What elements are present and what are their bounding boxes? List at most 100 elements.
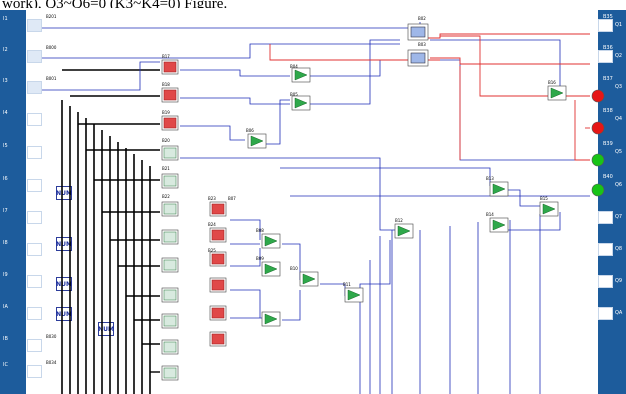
output-address-4: B38 [603,108,613,114]
output-label-10: QA [615,310,623,316]
red-function-icon-2[interactable] [163,89,177,101]
timer-icon-9[interactable] [163,367,177,379]
timer-icon-6[interactable] [163,289,177,301]
block-label-2: B03 [418,42,426,47]
output-label-3: Q3 [615,84,623,90]
red-wire-5 [439,35,500,97]
signal-wire-25 [230,248,261,267]
input-terminal-10[interactable] [27,307,42,320]
timer-icon-7[interactable] [163,315,177,327]
num-block-3[interactable]: NUM [56,277,72,291]
counter-icon-4[interactable] [211,279,225,291]
timer-icon-1[interactable] [163,147,177,159]
block-label-8: B09 [256,256,264,261]
signal-wire-1 [180,69,290,77]
num-block-4[interactable]: NUM [56,307,72,321]
output-terminal-8[interactable] [598,243,613,256]
block-label-6: B07 [228,196,236,201]
red-function-icon-3[interactable] [163,117,177,129]
output-lamp-q3 [591,89,605,103]
signal-wire-5 [310,59,400,77]
signal-wire-30 [320,283,346,296]
input-label-8: I8 [3,240,8,246]
block-label-23: B24 [208,222,216,227]
input-label-12: IC [3,362,8,368]
output-terminal-10[interactable] [598,307,613,320]
input-terminal-7[interactable] [27,211,42,224]
logic-gate-symbol-3 [250,135,264,147]
block-label-13: B14 [486,212,494,217]
output-lamp-q5 [591,153,605,167]
block-label-18: B19 [162,110,170,115]
input-address-3: B001 [46,76,57,81]
input-terminal-12[interactable] [27,365,42,378]
input-terminal-3[interactable] [27,81,42,94]
output-terminal-1[interactable] [598,19,613,32]
counter-icon-1[interactable] [211,203,225,215]
output-address-3: B37 [603,76,613,82]
block-label-24: B25 [208,248,216,253]
logic-gate-symbol-7 [302,273,316,285]
logic-gate-symbol-4 [264,235,278,247]
counter-icon-6[interactable] [211,333,225,345]
logic-gate-symbol-11 [542,203,556,215]
block-label-19: B20 [162,138,170,143]
logic-gate-symbol-8 [347,289,361,301]
counter-icon-2[interactable] [211,229,225,241]
input-label-6: I6 [3,176,8,182]
red-function-icon-1[interactable] [163,61,177,73]
num-block-1[interactable]: NUM [56,186,72,200]
input-address-12: B034 [46,360,57,365]
block-label-11: B12 [395,218,403,223]
input-label-1: I1 [3,16,8,22]
input-label-9: I9 [3,272,8,278]
timer-icon-5[interactable] [163,259,177,271]
output-address-5: B39 [603,141,613,147]
output-label-4: Q4 [615,116,623,122]
signal-wire-3 [180,125,245,141]
output-terminal-7[interactable] [598,211,613,224]
signal-wire-31 [359,240,391,296]
input-terminal-5[interactable] [27,146,42,159]
timer-icon-3[interactable] [163,203,177,215]
counter-icon-3[interactable] [211,253,225,265]
input-terminal-8[interactable] [27,243,42,256]
output-address-2: B36 [603,45,613,51]
display-screen-1[interactable] [410,26,426,38]
logic-gate-symbol-6 [264,313,278,325]
input-label-11: IB [3,336,8,342]
output-rail [598,10,626,394]
input-label-2: I2 [3,47,8,53]
block-label-17: B18 [162,82,170,87]
logic-gate-symbol-10 [492,219,506,231]
logic-gate-symbol-9 [492,183,506,195]
block-label-16: B17 [162,54,170,59]
input-terminal-2[interactable] [27,50,42,63]
signal-wire-4 [260,99,290,145]
block-label-20: B21 [162,166,170,171]
input-terminal-1[interactable] [27,19,42,32]
timer-icon-2[interactable] [163,175,177,187]
timer-icon-4[interactable] [163,231,177,243]
logic-gate-symbol-12 [550,87,564,99]
output-terminal-9[interactable] [598,275,613,288]
num-block-2[interactable]: NUM [56,237,72,251]
input-address-1: B201 [46,14,57,19]
input-terminal-4[interactable] [27,113,42,126]
output-label-2: Q2 [615,53,623,59]
input-terminal-6[interactable] [27,179,42,192]
logic-gate-symbol-13 [397,225,411,237]
block-label-9: B10 [290,266,298,271]
counter-icon-5[interactable] [211,307,225,319]
input-label-4: I4 [3,110,8,116]
output-terminal-2[interactable] [598,50,613,63]
timer-icon-8[interactable] [163,341,177,353]
display-screen-2[interactable] [410,52,426,64]
input-label-10: IA [3,304,8,310]
output-address-1: B35 [603,14,613,20]
input-rail [0,10,26,394]
block-label-7: B08 [256,228,264,233]
input-terminal-11[interactable] [27,339,42,352]
input-address-11: B030 [46,334,57,339]
input-terminal-9[interactable] [27,275,42,288]
